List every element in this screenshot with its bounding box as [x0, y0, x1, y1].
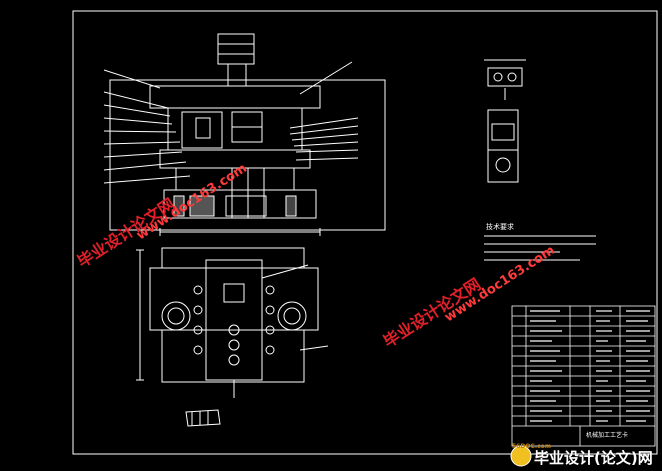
- footer-logo: 56DOC.com 毕业设计(论文)网: [510, 443, 653, 467]
- bom-title: 机械加工工艺卡: [586, 431, 628, 439]
- part-detail-top: [484, 59, 526, 100]
- part-leaders-right: [261, 61, 359, 351]
- bom-table: [511, 305, 656, 447]
- part-detail-side: [487, 109, 519, 183]
- cutter-detail: [185, 409, 221, 427]
- drawing-frame: [72, 10, 658, 455]
- plan-view: [136, 247, 319, 398]
- front-view-dimension: [159, 228, 321, 236]
- tech-requirements: [484, 235, 596, 261]
- bom-cell-marks: [530, 310, 650, 422]
- footer-title: 毕业设计(论文)网: [534, 449, 653, 467]
- tech-requirements-title: 技术要求: [486, 222, 514, 231]
- front-view: [109, 33, 386, 231]
- part-leaders-left: [103, 69, 191, 184]
- logo-badge: 56DOC.com: [512, 443, 551, 450]
- logo-icon: [510, 445, 532, 467]
